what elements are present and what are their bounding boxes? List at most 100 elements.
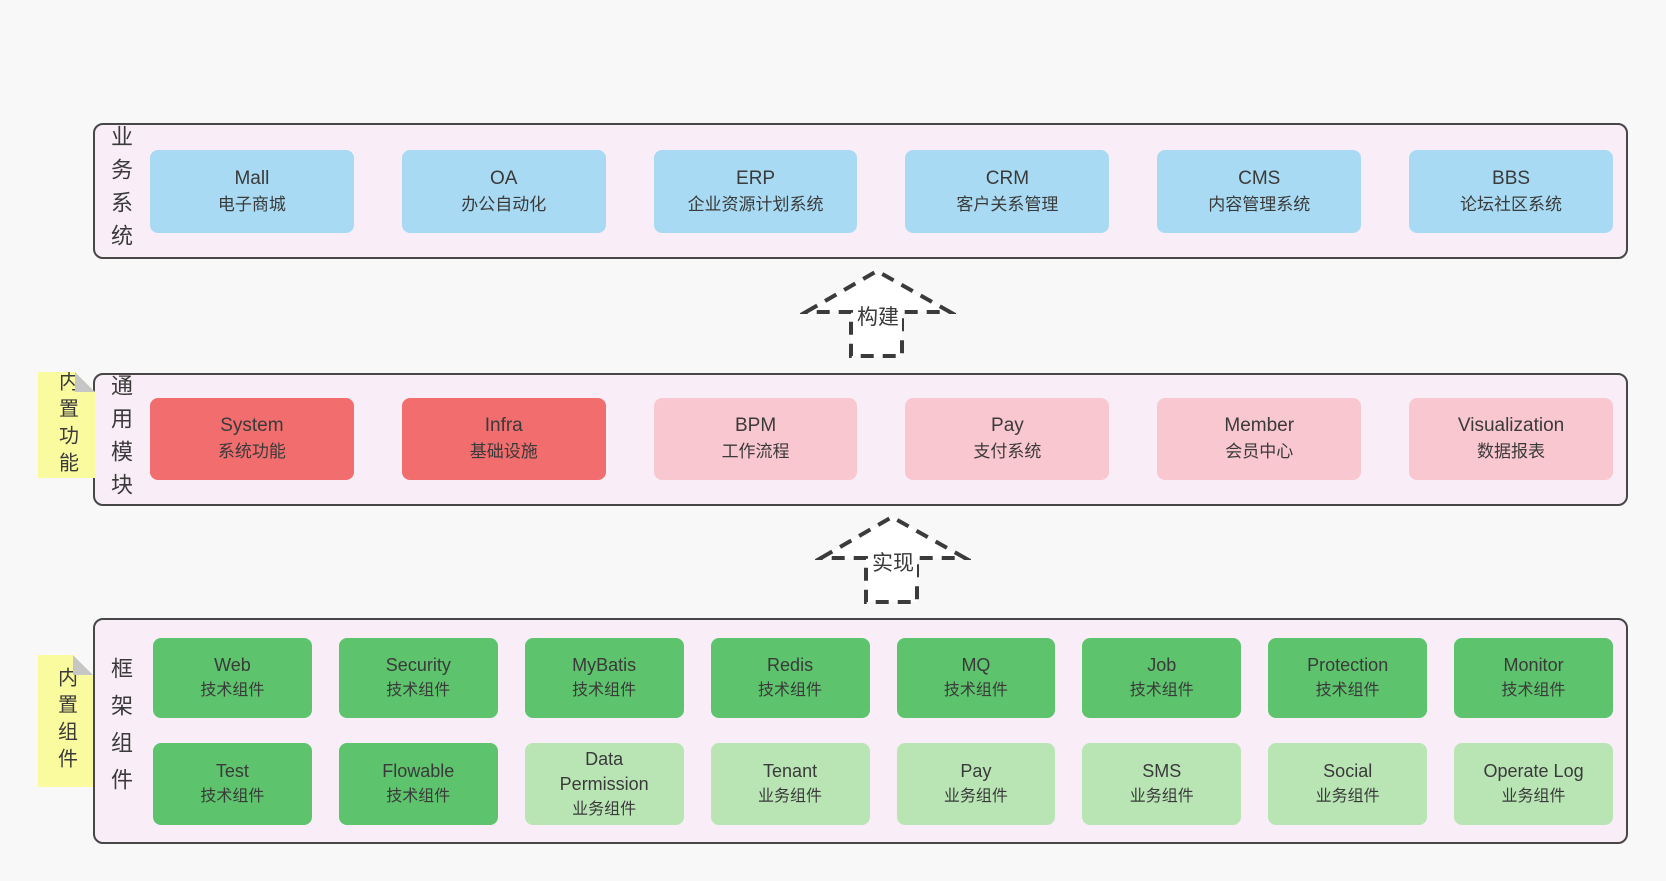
- box-name: Protection: [1307, 655, 1389, 675]
- box-desc: 论坛社区系统: [1460, 194, 1563, 214]
- box-name: Security: [385, 655, 451, 675]
- box-name: Test: [215, 761, 249, 781]
- box-name: OA: [490, 167, 518, 189]
- box-desc: 技术组件: [1129, 682, 1194, 699]
- business-systems-panel: 业务系统 Mall 电子商城 OA 办公自动化 ERP 企业资源计划系统 CRM…: [93, 123, 1628, 259]
- system-box-erp: ERP 企业资源计划系统: [653, 150, 858, 233]
- business-systems-row: Mall 电子商城 OA 办公自动化 ERP 企业资源计划系统 CRM 客户关系…: [150, 150, 1613, 233]
- module-box-system: System 系统功能: [150, 398, 354, 480]
- common-modules-row: System 系统功能 Infra 基础设施 BPM 工作流程 Pay 支付系统…: [150, 398, 1613, 480]
- component-box-tenant: Tenant 业务组件: [710, 743, 870, 825]
- box-name: Operate Log: [1483, 761, 1584, 781]
- box-name: Visualization: [1457, 415, 1565, 436]
- system-box-cms: CMS 内容管理系统: [1157, 150, 1362, 233]
- system-box-crm: CRM 客户关系管理: [905, 150, 1110, 233]
- box-desc: 电子商城: [217, 194, 286, 214]
- box-desc: 内容管理系统: [1208, 194, 1311, 214]
- component-box-monitor: Monitor 技术组件: [1454, 638, 1613, 718]
- box-desc: 业务组件: [943, 788, 1008, 805]
- build-arrow: 构建: [800, 264, 956, 360]
- implement-arrow: 实现: [815, 510, 971, 606]
- box-desc: 业务组件: [1501, 788, 1566, 805]
- sticky-note-builtin-features: 内置功能: [38, 372, 95, 478]
- box-name: Flowable: [382, 761, 455, 781]
- box-desc: 技术组件: [1315, 682, 1380, 699]
- box-desc: 技术组件: [758, 682, 823, 699]
- box-name: ERP: [736, 167, 776, 189]
- box-name: Job: [1147, 655, 1177, 675]
- box-name: Monitor: [1503, 655, 1564, 675]
- component-box-social: Social 业务组件: [1268, 743, 1428, 825]
- arrow-label: 实现: [869, 546, 917, 578]
- box-desc: 客户关系管理: [956, 194, 1059, 214]
- panel-side-label: 通用模块: [103, 374, 137, 506]
- framework-components-panel: 框架组件 Web 技术组件 Security 技术组件 MyBatis 技术组件…: [93, 618, 1628, 844]
- box-name: Web: [214, 655, 251, 675]
- box-name: CMS: [1238, 167, 1281, 189]
- box-name: Pay: [960, 761, 992, 781]
- component-box-data-permission: Data Permission 业务组件: [524, 743, 684, 825]
- box-name: Tenant: [763, 761, 818, 781]
- box-desc: 技术组件: [200, 682, 265, 699]
- box-name: CRM: [985, 167, 1030, 189]
- module-box-pay: Pay 支付系统: [905, 398, 1110, 480]
- box-desc: 技术组件: [1501, 682, 1566, 699]
- box-desc: 技术组件: [943, 682, 1008, 699]
- box-desc: 技术组件: [200, 788, 265, 805]
- box-desc: 办公自动化: [461, 194, 547, 214]
- component-box-security: Security 技术组件: [338, 638, 498, 718]
- component-box-protection: Protection 技术组件: [1268, 638, 1428, 718]
- box-name: MyBatis: [572, 655, 637, 675]
- common-modules-panel: 通用模块 System 系统功能 Infra 基础设施 BPM 工作流程 Pay…: [93, 373, 1628, 506]
- box-desc: 支付系统: [973, 442, 1042, 461]
- component-box-redis: Redis 技术组件: [710, 638, 870, 718]
- box-desc: 业务组件: [1129, 788, 1194, 805]
- box-desc: 数据报表: [1477, 442, 1546, 461]
- fold-corner-icon: [73, 655, 93, 675]
- system-box-mall: Mall 电子商城: [150, 150, 354, 233]
- box-desc: 技术组件: [386, 788, 451, 805]
- box-name: Infra: [484, 415, 523, 436]
- box-desc: 业务组件: [1315, 788, 1380, 805]
- component-box-test: Test 技术组件: [153, 743, 312, 825]
- component-box-mq: MQ 技术组件: [896, 638, 1056, 718]
- box-desc: 技术组件: [572, 682, 637, 699]
- box-name: SMS: [1142, 761, 1182, 781]
- box-name: System: [220, 415, 284, 436]
- box-desc: 技术组件: [386, 682, 451, 699]
- box-name: Social: [1323, 761, 1373, 781]
- component-box-web: Web 技术组件: [153, 638, 312, 718]
- module-box-bpm: BPM 工作流程: [653, 398, 858, 480]
- box-desc: 工作流程: [721, 442, 790, 461]
- sticky-label: 内置功能: [55, 371, 78, 479]
- system-box-oa: OA 办公自动化: [401, 150, 606, 233]
- biz-components-row: Test 技术组件 Flowable 技术组件 Data Permission …: [153, 743, 1613, 825]
- box-desc: 基础设施: [469, 442, 538, 461]
- box-desc: 业务组件: [758, 788, 823, 805]
- module-box-infra: Infra 基础设施: [401, 398, 606, 480]
- system-box-bbs: BBS 论坛社区系统: [1409, 150, 1613, 233]
- component-box-job: Job 技术组件: [1082, 638, 1242, 718]
- box-desc: 会员中心: [1225, 442, 1294, 461]
- component-box-pay: Pay 业务组件: [896, 743, 1056, 825]
- box-name: Mall: [234, 167, 270, 189]
- box-name: Pay: [991, 415, 1024, 436]
- panel-side-label: 框架组件: [103, 620, 137, 842]
- box-desc: 业务组件: [572, 800, 637, 818]
- sticky-note-builtin-components: 内置组件: [38, 655, 93, 787]
- component-box-mybatis: MyBatis 技术组件: [524, 638, 684, 718]
- box-desc: 系统功能: [217, 442, 286, 461]
- component-box-operate-log: Operate Log 业务组件: [1454, 743, 1613, 825]
- box-name: Redis: [767, 655, 814, 675]
- box-name: BBS: [1492, 167, 1531, 189]
- component-box-flowable: Flowable 技术组件: [338, 743, 498, 825]
- box-name: BPM: [734, 415, 777, 436]
- fold-corner-icon: [75, 372, 95, 392]
- tech-components-row: Web 技术组件 Security 技术组件 MyBatis 技术组件 Redi…: [153, 638, 1613, 718]
- box-desc: 企业资源计划系统: [687, 194, 824, 214]
- box-name: MQ: [961, 655, 991, 675]
- box-name: Member: [1224, 415, 1295, 436]
- box-name: Data Permission: [559, 748, 649, 794]
- module-box-member: Member 会员中心: [1157, 398, 1362, 480]
